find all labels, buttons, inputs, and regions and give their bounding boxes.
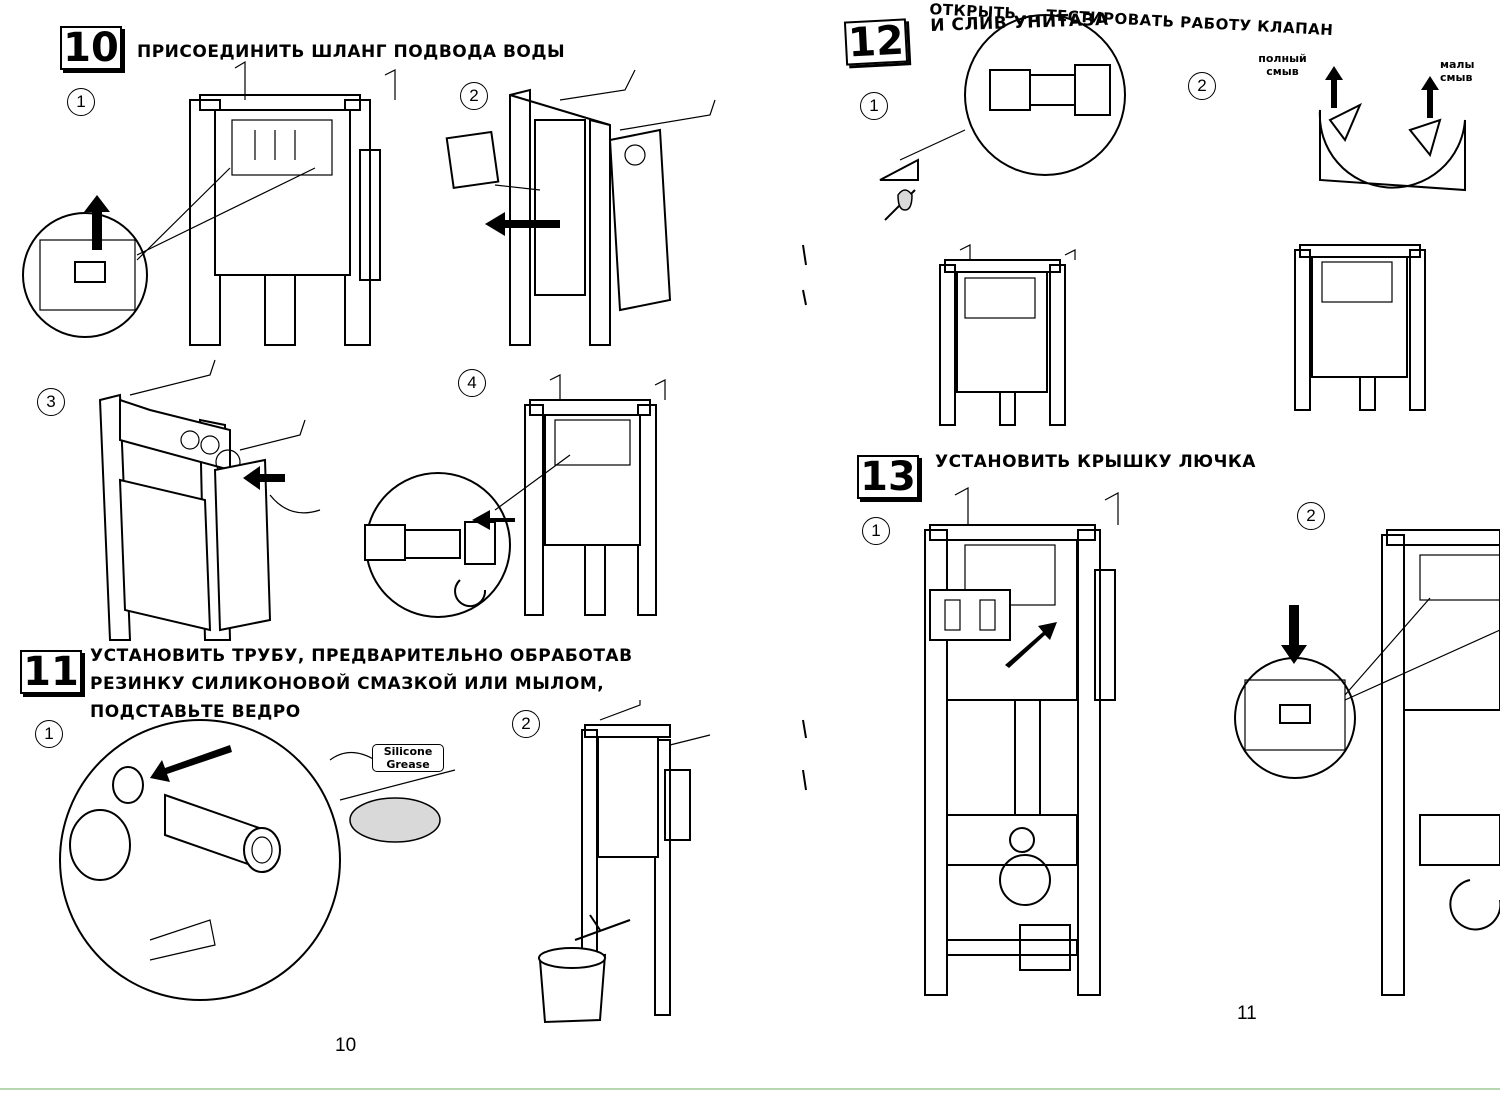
step-11-title-line2: РЕЗИНКУ СИЛИКОНОВОЙ СМАЗКОЙ ИЛИ МЫЛОМ, [90,674,605,694]
frame-13-1-drawing [924,486,1119,996]
frame-10-2-drawing [445,69,716,346]
step-13-title: УСТАНОВИТЬ КРЫШКУ ЛЮЧКА [935,452,1256,472]
small-flush-line1: малы [1440,58,1475,71]
full-flush-line1: полный [1258,52,1307,65]
frame-12-1-drawing [879,14,1126,426]
step-13-badge: 13 [857,455,919,499]
bottom-divider [0,1088,1500,1090]
page-number-left: 10 [335,1035,357,1056]
frame-10-3-drawing [98,359,321,641]
small-flush-label: малы смыв [1440,58,1500,84]
page-number-right: 11 [1237,1003,1257,1024]
frame-10-1-drawing [22,60,396,346]
silicone-grease-label: Silicone Grease [372,744,444,772]
step-11-sub-1: 1 [35,720,63,748]
step-11-title-line3: ПОДСТАВЬТЕ ВЕДРО [90,702,301,722]
silicone-label-line1: Silicone [383,745,433,758]
step-10-sub-1: 1 [67,88,95,116]
frame-10-4-drawing [364,374,666,618]
step-10-title: ПРИСОЕДИНИТЬ ШЛАНГ ПОДВОДА ВОДЫ [137,42,566,62]
step-12-sub-1: 1 [860,92,888,120]
step-10-sub-4: 4 [458,369,486,397]
frame-12-2-drawing [1294,102,1466,411]
step-13-sub-1: 1 [862,517,890,545]
step-11-sub-2: 2 [512,710,540,738]
frame-11-2-drawing [538,700,711,1024]
step-10-sub-3: 3 [37,388,65,416]
full-flush-label: полный смыв [1245,52,1320,78]
step-12-badge: 12 [843,18,909,66]
step-12-sub-2: 2 [1188,72,1216,100]
full-flush-line2: смыв [1266,65,1299,78]
step-11-title-line1: УСТАНОВИТЬ ТРУБУ, ПРЕДВАРИТЕЛЬНО ОБРАБОТ… [90,646,633,666]
step-10-sub-2: 2 [460,82,488,110]
tube-11-1-drawing [59,719,456,1001]
step-11-badge: 11 [20,650,82,694]
frame-13-2-drawing [1234,529,1500,996]
step-10-badge: 10 [60,26,122,70]
silicone-label-line2: Grease [386,758,430,771]
small-flush-line2: смыв [1440,71,1473,84]
step-13-sub-2: 2 [1297,502,1325,530]
